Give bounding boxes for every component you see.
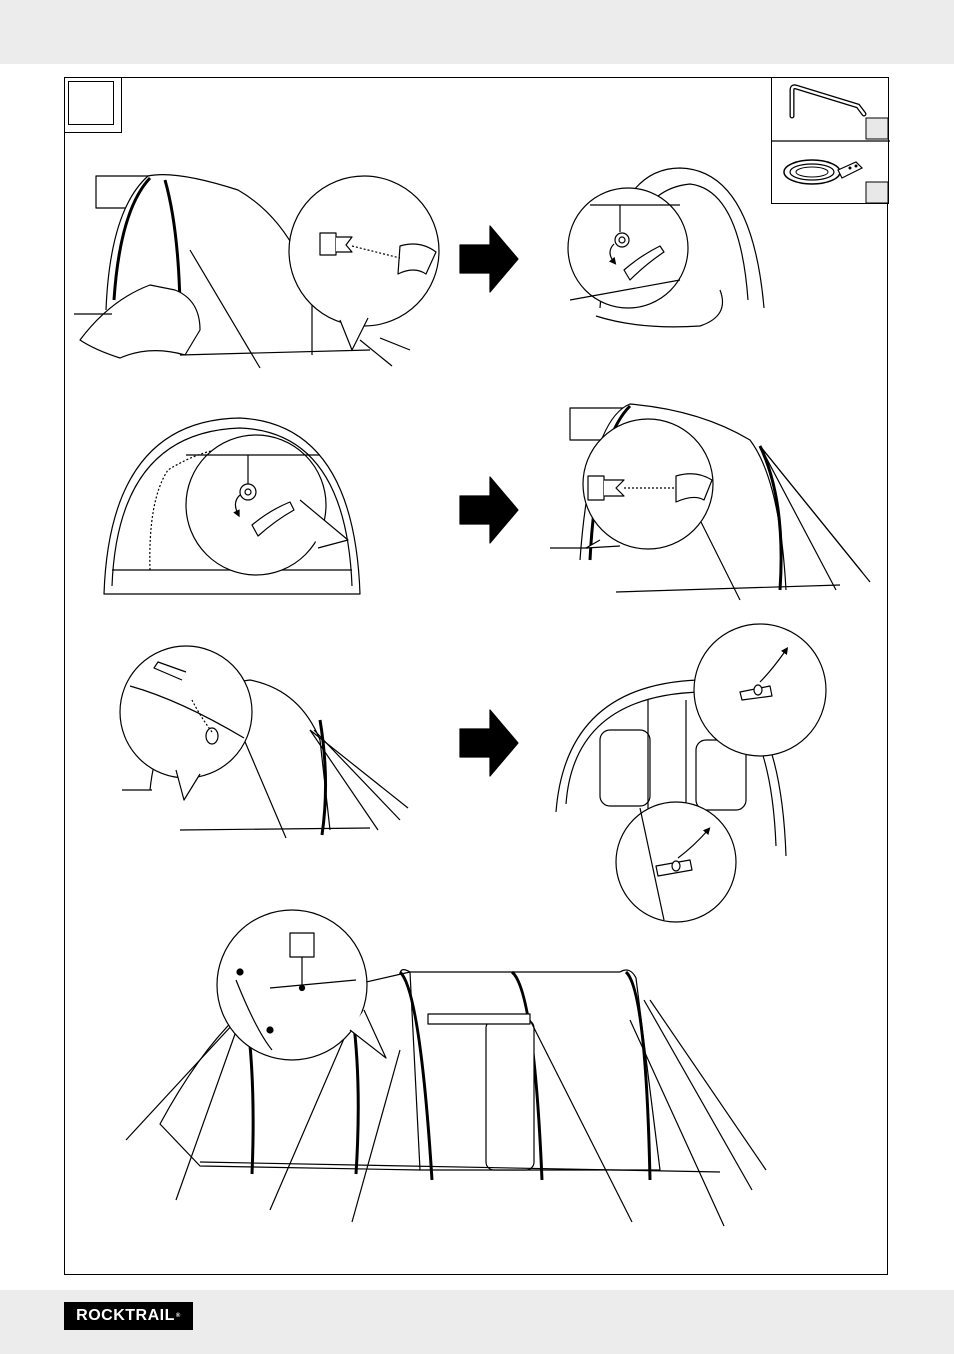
parts-icons bbox=[772, 84, 890, 204]
step-number-inner bbox=[68, 81, 114, 125]
brand-name: ROCKTRAIL bbox=[76, 1307, 175, 1324]
registered-mark: ® bbox=[175, 1313, 181, 1319]
tent-window-tie-step bbox=[555, 623, 827, 923]
guy-rope-icon bbox=[783, 159, 889, 204]
tent-pole-sleeve-step bbox=[125, 909, 767, 1227]
tent-clip-buckle-step bbox=[74, 174, 440, 369]
header-band bbox=[0, 0, 954, 64]
step-number-box bbox=[64, 77, 122, 133]
tent-door-buckle-step bbox=[567, 167, 765, 328]
parts-legend bbox=[771, 77, 890, 204]
tent-peg-icon bbox=[789, 84, 889, 140]
tent-peg-step bbox=[119, 645, 409, 839]
tent-side-buckle-step bbox=[550, 403, 871, 601]
brand-logo: ROCKTRAIL® bbox=[64, 1302, 193, 1330]
tent-door-zip-step bbox=[103, 417, 361, 595]
next-arrow-icon bbox=[459, 476, 519, 544]
next-arrow-icon bbox=[459, 709, 519, 777]
next-arrow-icon bbox=[459, 225, 519, 293]
